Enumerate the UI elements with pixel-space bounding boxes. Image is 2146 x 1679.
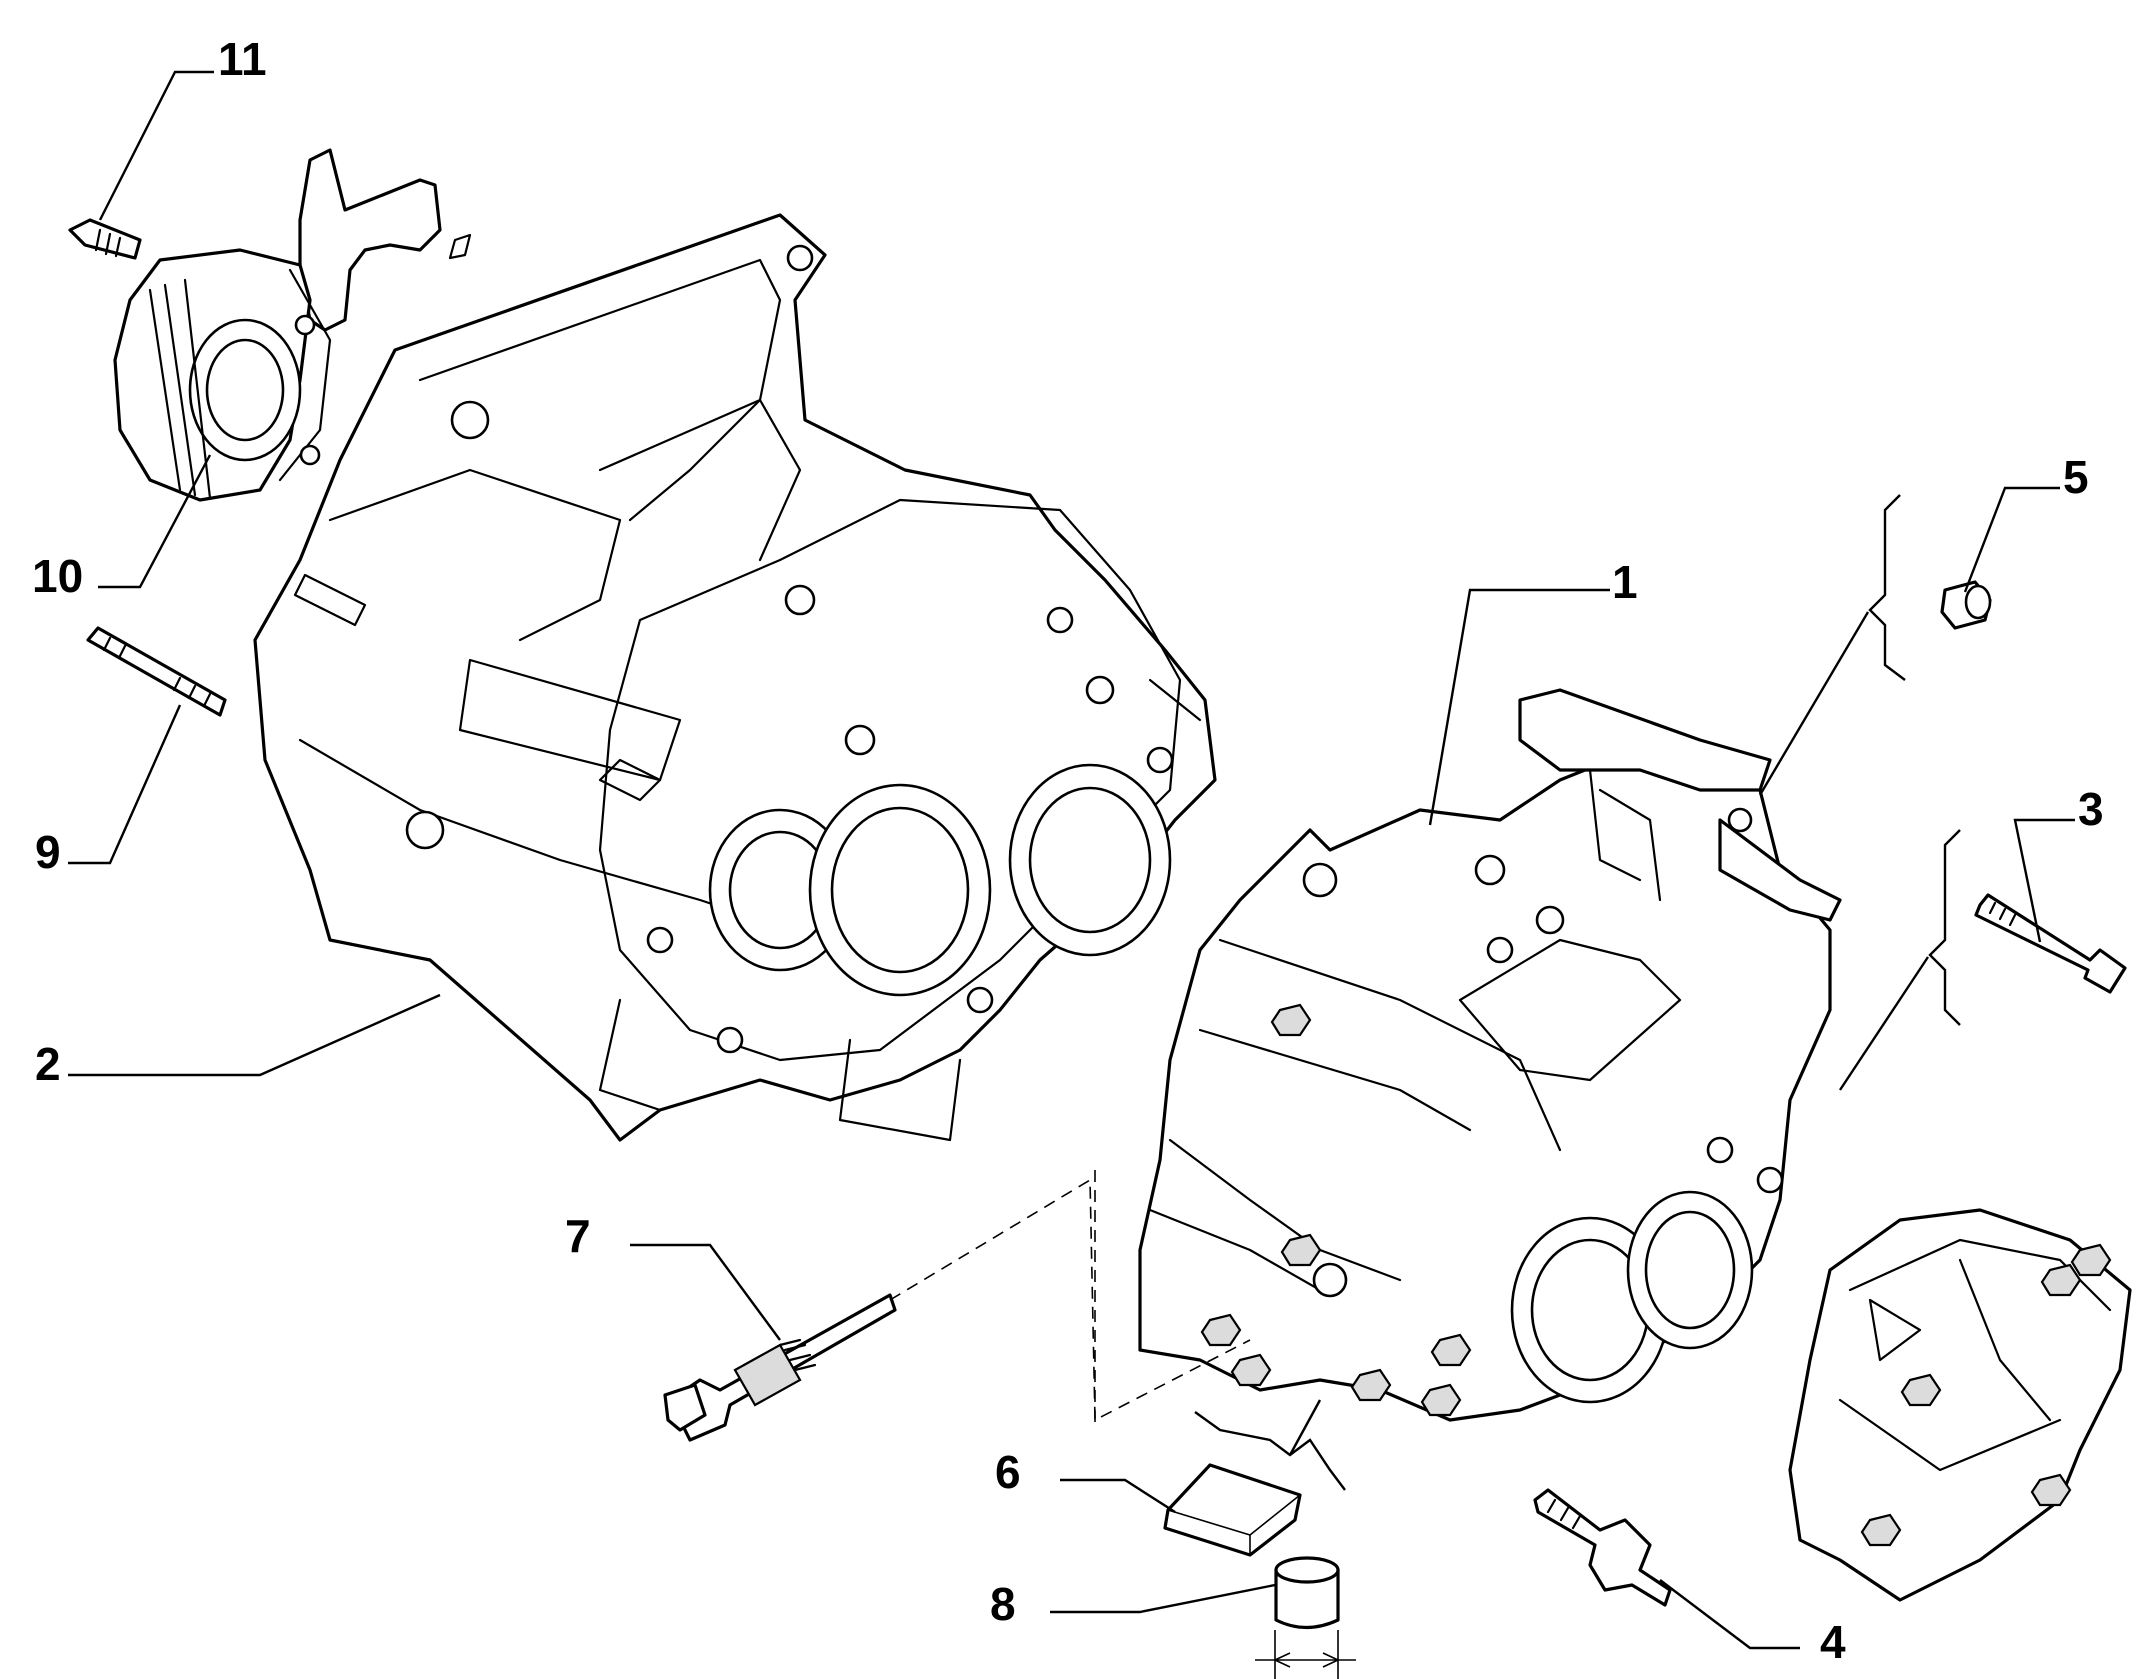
callout-11: 11: [218, 33, 267, 85]
callout-2: 2: [35, 1038, 61, 1090]
leader-3: [2013, 818, 2075, 943]
leader-5: [1963, 486, 2060, 593]
callout-4: 4: [1820, 1616, 1846, 1668]
leader-10: [98, 454, 212, 589]
leader-6: [1060, 1478, 1176, 1514]
part-5-bush[interactable]: [1940, 580, 1992, 630]
leader-1: [1428, 588, 1610, 826]
part-2-clutch-housing[interactable]: [253, 213, 1217, 1142]
part-11-bolt[interactable]: [68, 218, 142, 260]
callout-10: 10: [32, 550, 83, 602]
part-1-gearbox-housing[interactable]: [1138, 688, 1842, 1422]
callout-8: 8: [990, 1578, 1016, 1630]
callout-6: 6: [995, 1446, 1021, 1498]
leader-9: [68, 704, 182, 865]
callout-labels: 1 2 3 4 5 6 7 8 9 10 11: [32, 33, 2104, 1668]
part-10-release-bearing[interactable]: [113, 148, 472, 502]
callout-7: 7: [565, 1210, 591, 1262]
callout-5: 5: [2063, 451, 2089, 503]
group-brackets: [889, 494, 1961, 1491]
rear-cover: [1788, 1208, 2132, 1602]
leader-11: [98, 70, 214, 221]
leader-7: [630, 1243, 781, 1341]
part-6-square-plate[interactable]: [1163, 1463, 1302, 1557]
part-9-stud[interactable]: [86, 626, 227, 717]
callout-3: 3: [2078, 783, 2104, 835]
part-8-plug[interactable]: [1255, 1556, 1356, 1679]
part-7-sensor[interactable]: [663, 1293, 897, 1442]
leader-4: [1659, 1579, 1800, 1650]
leader-lines: [68, 70, 2075, 1650]
leader-8: [1050, 1583, 1276, 1614]
part-3-long-bolt[interactable]: [1974, 893, 2127, 994]
callout-1: 1: [1612, 556, 1638, 608]
part-4-stud-bolt[interactable]: [1533, 1488, 1672, 1607]
leader-2: [68, 993, 441, 1077]
callout-9: 9: [35, 826, 61, 878]
